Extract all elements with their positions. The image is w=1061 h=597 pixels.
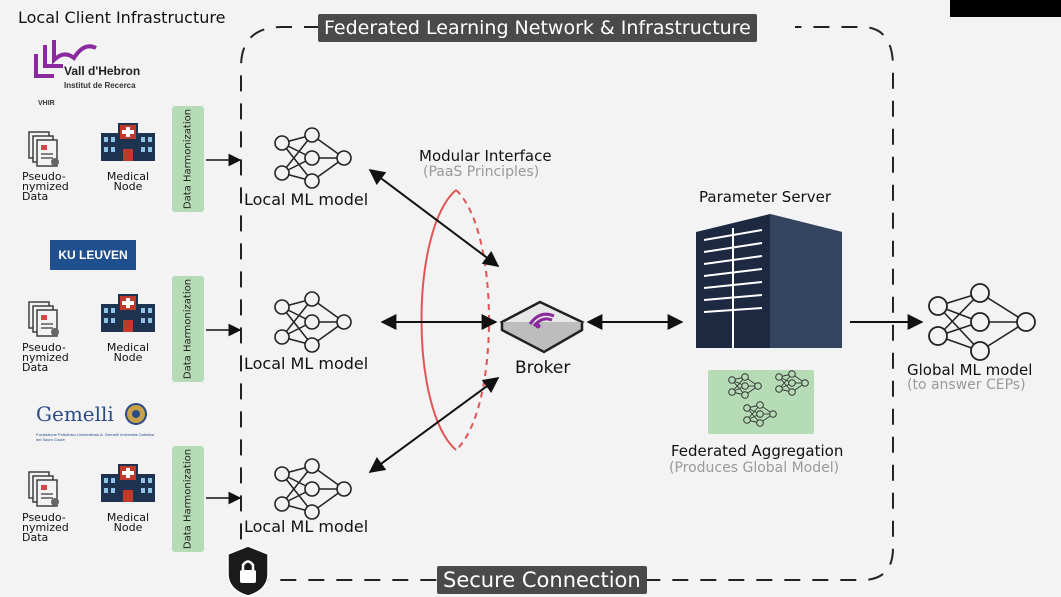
shield-lock-icon [227,545,269,597]
aggregation-subtitle: (Produces Global Model) [669,460,840,476]
network-title: Federated Learning Network & Infrastruct… [318,14,757,42]
local-model-label-1: Local ML model [244,190,369,209]
aggregation-title: Federated Aggregation [671,442,844,460]
corner-block [950,0,1061,17]
data-label-2: Pseudo- nymized Data [22,341,69,374]
local-client-title: Local Client Infrastructure [18,8,226,27]
local-model-label-3: Local ML model [244,517,369,536]
parameter-server-label: Parameter Server [699,188,831,206]
global-model-title: Global ML model [907,361,1033,379]
data-label-3: Pseudo- nymized Data [22,511,69,544]
router-icon [499,300,585,354]
global-model-subtitle: (to answer CEPs) [907,377,1026,393]
node-label-2: Medical Node [106,341,150,364]
ku-leuven-logo: KU LEUVEN [50,240,136,270]
client-row-3 [28,458,352,520]
secure-connection-label: Secure Connection [437,566,647,594]
server-rack-icon [696,214,842,348]
data-harmonization-2: Data Harmonization [172,276,204,382]
client-row-1 [28,123,352,189]
modular-interface-subtitle: (PaaS Principles) [423,164,540,180]
local-model-label-2: Local ML model [244,354,369,373]
broker-label: Broker [515,358,571,378]
arrow-model3-broker [368,377,500,473]
node-label-3: Medical Node [106,511,150,534]
data-label-1: Pseudo- nymized Data [22,170,69,203]
data-harmonization-1: Data Harmonization [172,106,204,212]
node-label-1: Medical Node [106,170,150,193]
gemelli-subtitle: Fondazione Policlinico Universitario A. … [36,432,155,442]
vall-hebron-abbr: VHIR [38,100,55,107]
data-harmonization-3: Data Harmonization [172,446,204,552]
vall-hebron-logo-icon [34,40,97,78]
global-model-icon [928,283,1036,361]
client-row-2 [28,291,352,353]
modular-interface-title: Modular Interface [419,147,552,165]
modular-interface-ellipse [420,189,457,451]
vall-hebron-subtitle: Institut de Recerca [64,81,136,90]
gemelli-name: Gemelli [36,402,114,426]
arrow-model1-broker [368,169,500,267]
vall-hebron-name: Vall d'Hebron [64,64,141,78]
